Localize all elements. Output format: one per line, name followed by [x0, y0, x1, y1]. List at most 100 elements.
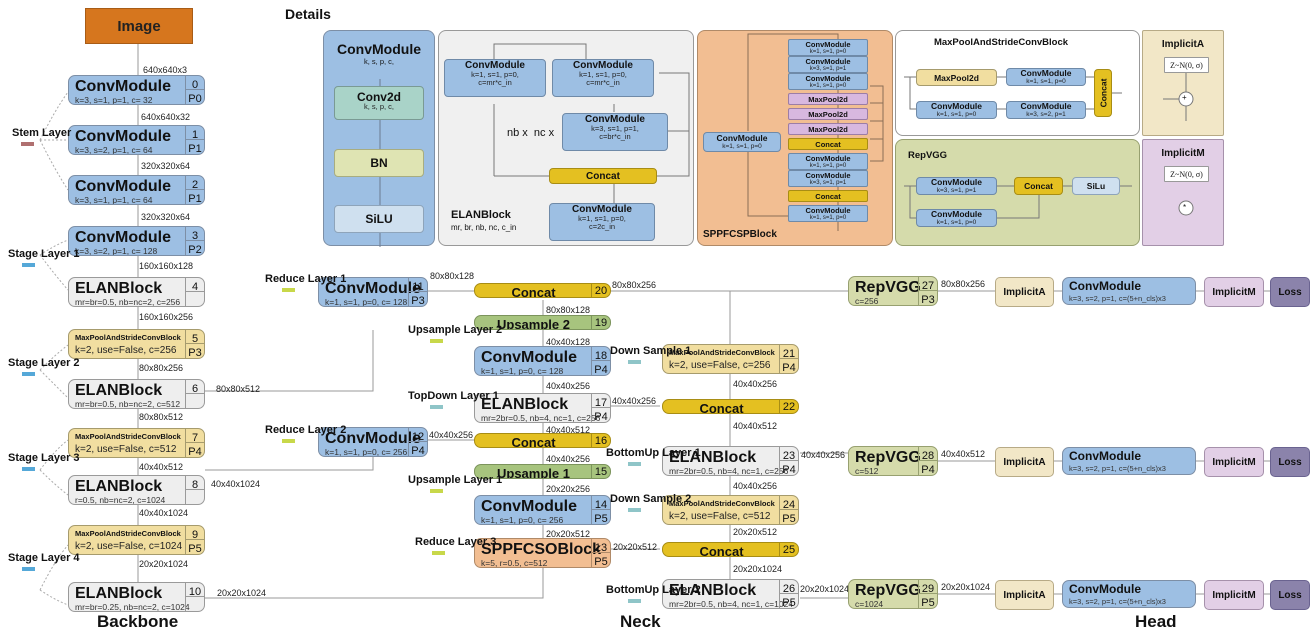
block-title: ConvModule — [75, 128, 171, 145]
layer-label-stage4: Stage Layer 4 — [8, 552, 80, 571]
head-loss-1[interactable]: Loss — [1270, 447, 1310, 477]
shape-label: 20x20x1024 — [217, 588, 267, 598]
block-index: 27 — [919, 277, 937, 292]
block-level: P5 — [188, 543, 202, 555]
detail-mpsc-maxpool: MaxPool2d — [916, 69, 997, 86]
neck-block-22[interactable]: Concat 22 — [662, 399, 799, 414]
detail-convmodule-params: k, s, p, c, — [363, 57, 394, 66]
block-index: 12 — [409, 428, 427, 443]
head-implicita-0[interactable]: ImplicitA — [995, 277, 1054, 307]
head-implicitm-0[interactable]: ImplicitM — [1204, 277, 1264, 307]
block-index: 6 — [186, 380, 204, 395]
shape-label: 320x320x64 — [141, 161, 191, 171]
block-level: P5 — [921, 597, 935, 609]
block-title: ELANBlock — [669, 449, 757, 466]
shape-label: 40x40x512 — [733, 421, 778, 431]
head-implicitm-2[interactable]: ImplicitM — [1204, 580, 1264, 610]
detail-sppf-item-title: MaxPool2d — [808, 95, 848, 104]
block-index: 13 — [592, 539, 610, 554]
detail-elan-title: ELANBlock — [451, 209, 511, 221]
block-level — [186, 292, 204, 306]
detail-implicita-panel: ImplicitA Z~N(0, σ) + — [1142, 30, 1224, 136]
block-params: k=3, s=2, p=1, c= 128 — [75, 246, 158, 256]
head-implicita-2[interactable]: ImplicitA — [995, 580, 1054, 610]
block-index: 5 — [186, 330, 204, 345]
detail-sppf-item-5: MaxPool2d — [788, 123, 868, 135]
block-index: 11 — [409, 278, 427, 293]
shape-label: 40x40x256 — [733, 481, 778, 491]
head-implicita-1[interactable]: ImplicitA — [995, 447, 1054, 477]
section-title-backbone: Backbone — [97, 612, 179, 631]
block-title: MaxPoolAndStrideConvBlock — [75, 333, 181, 342]
layer-label-bottomup1: BottomUp Layer 1 — [606, 447, 701, 466]
layer-label-reduce1: Reduce Layer 1 — [265, 273, 346, 292]
block-level: P1 — [188, 193, 202, 205]
head-implicitm-1[interactable]: ImplicitM — [1204, 447, 1264, 477]
block-index: 28 — [919, 447, 937, 462]
block-level: P4 — [921, 464, 935, 476]
block-title: SPPFCSOBlock — [481, 541, 602, 558]
block-params: mr=br=0.25, nb=nc=2, c=1024 — [75, 602, 190, 612]
block-title: ConvModule — [1069, 449, 1141, 463]
shape-label: 40x40x256 — [612, 396, 657, 406]
head-loss-0[interactable]: Loss — [1270, 277, 1310, 307]
detail-implicita-dist: Z~N(0, σ) — [1164, 57, 1209, 73]
block-level: P5 — [782, 597, 796, 609]
shape-label: 40x40x512 — [941, 449, 986, 459]
block-title: Concat — [699, 401, 744, 414]
block-index-column: 22 — [779, 400, 798, 413]
neck-block-25-body: Concat — [663, 543, 780, 556]
block-title: ConvModule — [1069, 582, 1141, 596]
head-loss-2[interactable]: Loss — [1270, 580, 1310, 610]
block-index: 1 — [186, 126, 204, 141]
detail-sppf-item-title: ConvModule — [805, 74, 851, 83]
block-title: Concat — [699, 544, 744, 557]
block-params: mr=br=0.5, nb=nc=2, c=256 — [75, 297, 181, 307]
